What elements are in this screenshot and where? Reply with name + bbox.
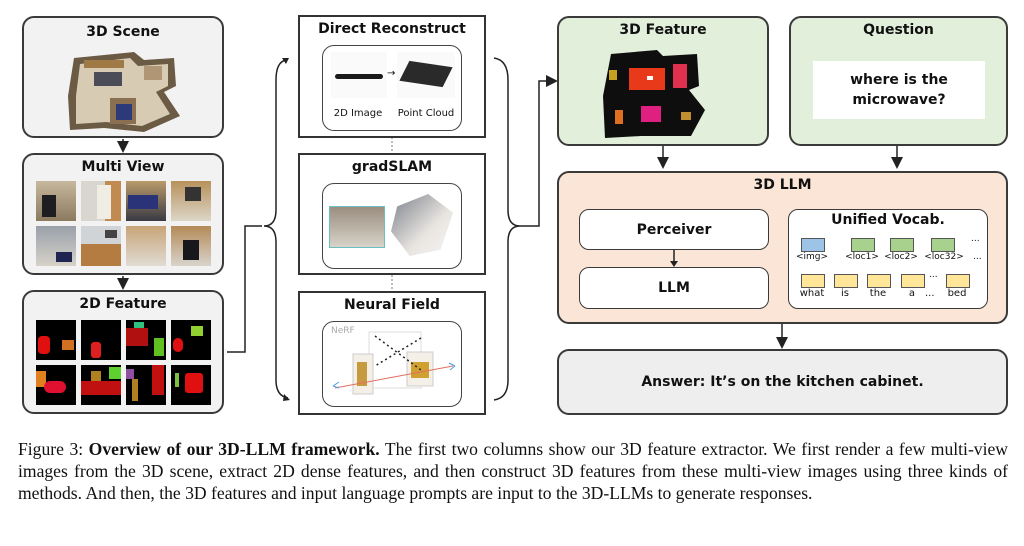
row2-ellipsis: ... — [925, 288, 935, 299]
right-brace — [493, 57, 521, 401]
token-loc1 — [851, 238, 875, 252]
feature-thumbnail — [81, 365, 121, 405]
feature-thumbnail — [126, 365, 166, 405]
perceiver-module: Perceiver — [579, 209, 769, 250]
view-thumbnail — [81, 181, 121, 221]
caption-bold-title: Overview of our 3D-LLM framework. — [88, 439, 380, 459]
feature-thumbnail — [81, 320, 121, 360]
feature-3d-image — [601, 46, 711, 142]
feature-thumbnail — [126, 320, 166, 360]
token-the — [867, 274, 891, 288]
point-cloud-label: Point Cloud — [397, 108, 455, 119]
llm-module: LLM — [579, 267, 769, 309]
multi-view-title: Multi View — [81, 159, 165, 175]
token-bed-label: bed — [947, 288, 967, 299]
feature-thumbnail — [171, 320, 211, 360]
token-is — [834, 274, 858, 288]
token-loc32 — [931, 238, 955, 252]
unified-vocab-title: Unified Vocab. — [831, 212, 945, 228]
direct-reconstruct-title: Direct Reconstruct — [318, 21, 466, 37]
token-img-label: <img> — [795, 252, 829, 262]
multi-view-grid — [36, 181, 216, 271]
token-what — [801, 274, 825, 288]
token-a-label: a — [908, 288, 916, 299]
feature-thumbnail — [36, 365, 76, 405]
llm-3d-panel: 3D LLM Perceiver LLM Unified Vocab. ... … — [557, 171, 1008, 324]
scene-3d-image — [64, 46, 184, 134]
view-thumbnail — [126, 226, 166, 266]
view-thumbnail — [126, 181, 166, 221]
neural-field-panel: Neural Field NeRF — [298, 291, 486, 415]
image-2d-figure — [331, 52, 387, 98]
nerf-figure — [332, 331, 456, 395]
token-loc1-label: <loc1> — [845, 252, 879, 262]
connector-wires — [117, 57, 903, 401]
scene-3d-title: 3D Scene — [86, 24, 160, 40]
direct-reconstruct-illustration: → 2D Image Point Cloud — [322, 45, 462, 131]
gradslam-title: gradSLAM — [351, 159, 433, 175]
row1-ellipsis: ... — [973, 252, 982, 262]
view-thumbnail — [171, 181, 211, 221]
neural-field-illustration: NeRF — [322, 321, 462, 407]
row2-ellipsis-top: ... — [929, 270, 938, 280]
caption-body: The first two columns show our 3D featur… — [18, 439, 1008, 503]
feature-2d-title: 2D Feature — [79, 296, 167, 312]
perceiver-to-llm-arrow — [670, 250, 678, 267]
llm-3d-title: 3D LLM — [753, 177, 812, 193]
view-thumbnail — [36, 181, 76, 221]
direct-reconstruct-panel: Direct Reconstruct → 2D Image Point Clou… — [298, 15, 486, 138]
feature-2d-panel: 2D Feature — [22, 290, 224, 414]
feature-thumbnail — [36, 320, 76, 360]
token-img — [801, 238, 825, 252]
token-bed — [946, 274, 970, 288]
token-loc2 — [890, 238, 914, 252]
view-thumbnail — [171, 226, 211, 266]
gradslam-illustration — [322, 183, 462, 269]
token-loc2-label: <loc2> — [884, 252, 918, 262]
feature-3d-panel: 3D Feature — [557, 16, 769, 146]
gradslam-panel: gradSLAM — [298, 153, 486, 275]
caption-label: Figure 3: — [18, 439, 84, 459]
view-thumbnail — [81, 226, 121, 266]
multi-view-panel: Multi View — [22, 153, 224, 275]
unified-vocab-box: Unified Vocab. ... <img> <loc1> <loc2> <… — [788, 209, 988, 309]
view-thumbnail — [36, 226, 76, 266]
point-cloud-figure — [397, 52, 455, 98]
scene-3d-panel: 3D Scene — [22, 16, 224, 138]
token-is-label: is — [841, 288, 849, 299]
feature-3d-title: 3D Feature — [619, 22, 707, 38]
wire-2dfeature-to-methods — [227, 225, 262, 353]
reconstruct-arrow-icon: → — [387, 68, 396, 79]
question-panel: Question where is the microwave? — [789, 16, 1008, 146]
token-loc32-label: <loc32> — [924, 252, 964, 262]
token-what-label: what — [799, 288, 825, 299]
row1-ellipsis-top: ... — [971, 234, 980, 244]
token-the-label: the — [869, 288, 887, 299]
figure-caption: Figure 3: Overview of our 3D-LLM framewo… — [18, 438, 1008, 504]
nerf-watermark: NeRF — [331, 326, 355, 336]
rgb-frame-figure — [329, 206, 385, 248]
reconstructed-room-figure — [391, 194, 453, 256]
neural-field-title: Neural Field — [344, 297, 440, 313]
image-2d-label: 2D Image — [333, 108, 383, 119]
feature-thumbnail — [171, 365, 211, 405]
token-a — [901, 274, 925, 288]
left-brace — [263, 59, 289, 399]
wire-methods-to-3dfeature — [520, 75, 558, 227]
answer-panel: Answer: It’s on the kitchen cabinet. — [557, 349, 1008, 415]
feature-2d-grid — [36, 320, 216, 410]
question-title: Question — [863, 22, 934, 38]
question-text: where is the microwave? — [813, 61, 985, 119]
